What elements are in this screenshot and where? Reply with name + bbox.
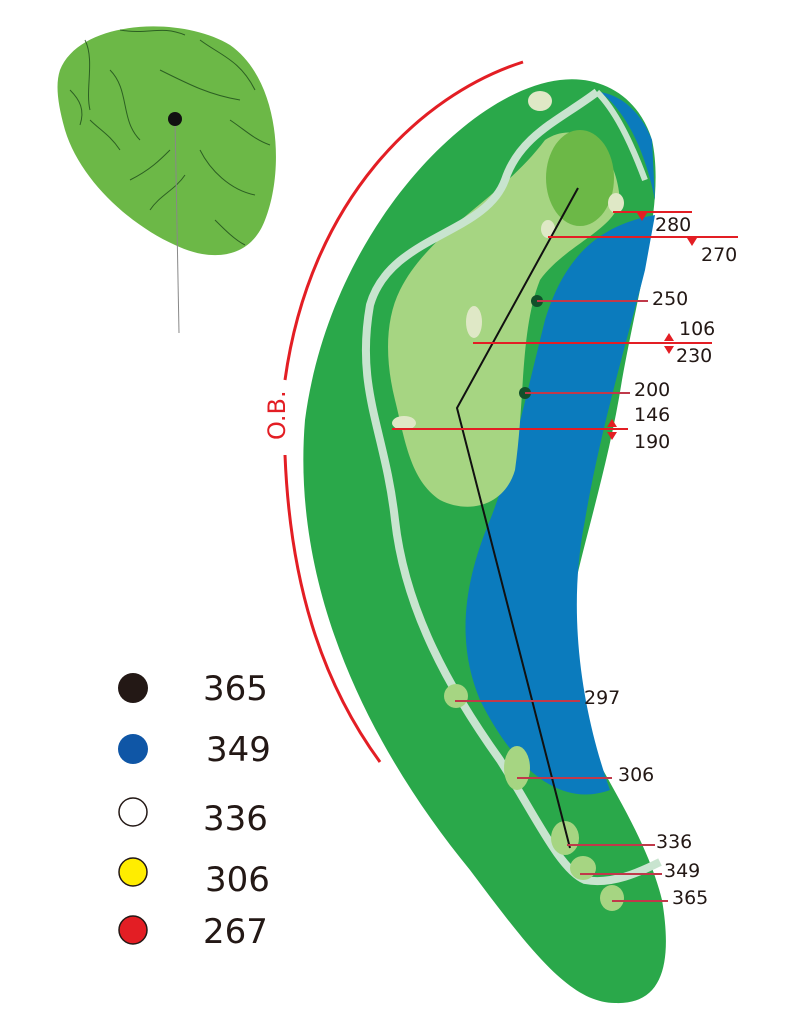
distance-label: 106 — [679, 318, 715, 340]
yellow-tee-icon — [118, 857, 148, 887]
blue-tee-icon — [118, 734, 148, 764]
tee-legend: 365 349 336 306 267 — [118, 669, 271, 952]
putting-green — [546, 130, 614, 226]
distance-label: 280 — [655, 214, 691, 236]
green-slope-detail — [57, 26, 276, 334]
fairway — [388, 132, 620, 507]
distance-label: 250 — [652, 288, 688, 310]
red-tee-icon — [118, 915, 148, 945]
distance-label: 306 — [618, 764, 654, 786]
black-tee-yards: 365 — [203, 669, 268, 709]
pin-position-icon — [168, 112, 182, 126]
out-of-bounds: O.B. — [263, 60, 524, 763]
white-tee-icon — [118, 797, 148, 827]
black-tee-icon — [118, 673, 148, 703]
ob-label: O.B. — [263, 390, 291, 440]
distance-label: 270 — [701, 244, 737, 266]
distance-label: 200 — [634, 379, 670, 401]
distance-markers — [392, 211, 738, 902]
yellow-tee-yards: 306 — [205, 860, 270, 900]
arrow-icons — [607, 213, 697, 440]
white-tee-yards: 336 — [203, 799, 268, 839]
water-hazard — [465, 215, 655, 795]
distance-label: 336 — [656, 831, 692, 853]
distance-labels: 280 270 250 106 230 200 146 190 297 306 … — [584, 214, 737, 909]
distance-label: 297 — [584, 687, 620, 709]
distance-label: 146 — [634, 404, 670, 426]
distance-label: 190 — [634, 431, 670, 453]
red-tee-yards: 267 — [203, 912, 268, 952]
distance-label: 365 — [672, 887, 708, 909]
water-hazard-top — [600, 92, 655, 200]
distance-label: 349 — [664, 860, 700, 882]
cart-path — [361, 88, 662, 886]
blue-tee-yards: 349 — [206, 730, 271, 770]
hole-layout — [303, 79, 666, 1004]
distance-label: 230 — [676, 345, 712, 367]
